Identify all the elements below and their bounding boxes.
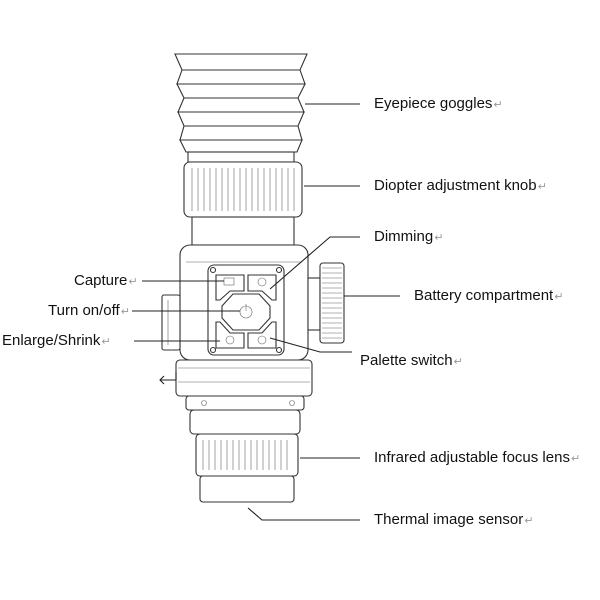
infrared-lens-drawing — [195, 433, 299, 503]
label-turn-on-off: Turn on/off↵ — [48, 302, 130, 319]
label-infrared-focus-lens: Infrared adjustable focus lens↵ — [374, 449, 581, 466]
label-dimming: Dimming↵ — [374, 228, 444, 245]
label-capture: Capture↵ — [74, 272, 138, 289]
control-panel-drawing — [207, 264, 285, 356]
label-enlarge-shrink: Enlarge/Shrink↵ — [2, 332, 111, 349]
label-palette-switch: Palette switch↵ — [360, 352, 463, 369]
palette-leader — [269, 337, 352, 353]
sensor-leader — [247, 507, 360, 521]
label-battery-compartment: Battery compartment↵ — [414, 287, 564, 304]
diopter-knob-drawing — [183, 161, 303, 246]
leader-lines — [132, 103, 400, 521]
dimming-leader — [269, 236, 360, 290]
lower-body-drawing — [159, 359, 313, 435]
label-diopter-adjustment-knob: Diopter adjustment knob↵ — [374, 177, 547, 194]
label-eyepiece-goggles: Eyepiece goggles↵ — [374, 95, 503, 112]
eyepiece-goggles-drawing — [174, 53, 308, 163]
label-thermal-image-sensor: Thermal image sensor↵ — [374, 511, 534, 528]
